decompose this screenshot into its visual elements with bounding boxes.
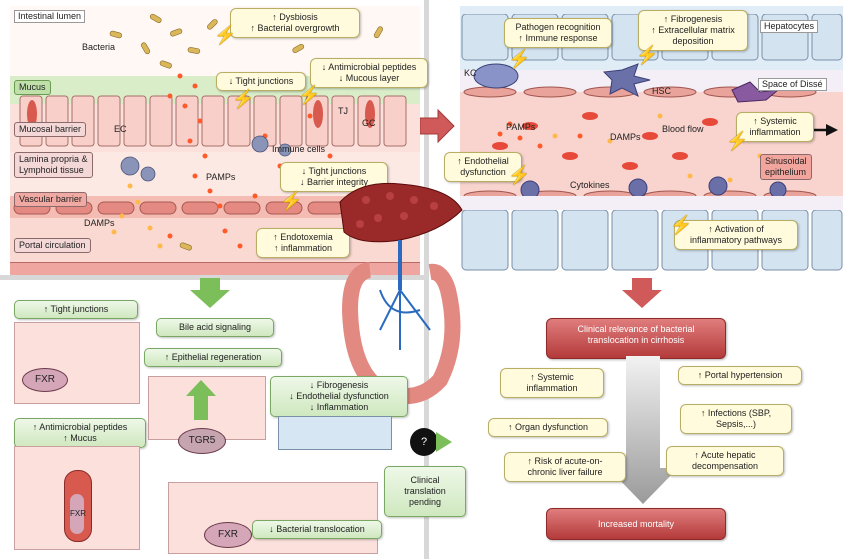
liver-panel: Hepatocytes Space of Dissé KC HSC PAMPs …	[444, 6, 843, 274]
label-pamps: PAMPs	[206, 172, 236, 182]
box-treat-fibrogenesis: ↓ Fibrogenesis ↓ Endothelial dysfunction…	[270, 376, 408, 417]
label-damps: DAMPs	[84, 218, 115, 228]
bolt-icon: ⚡	[298, 85, 321, 105]
box-tight-junctions: ↓ Tight junctions	[216, 72, 306, 91]
question-circle: ?	[410, 428, 438, 456]
box-pathogen-recognition: Pathogen recognition ↑ Immune response	[504, 18, 612, 48]
box-bile-acid-signaling: Bile acid signaling	[156, 318, 274, 337]
hepatic-cells-strip	[278, 416, 392, 450]
bolt-icon: ⚡	[232, 89, 255, 109]
endothelium-bottom	[10, 262, 420, 275]
box-antimicrobial: ↓ Antimicrobial peptides ↓ Mucous layer	[310, 58, 428, 88]
red-arrow-down	[622, 278, 662, 308]
green-arrow-down	[190, 278, 230, 308]
grey-funnel-arrow	[608, 356, 678, 504]
space-disse-bottom	[460, 196, 843, 210]
label-bacteria: Bacteria	[82, 42, 116, 52]
horizontal-divider	[0, 275, 424, 280]
box-clinical-translation: Clinical translation pending	[384, 466, 466, 517]
vertical-divider	[424, 0, 429, 559]
label-mucosal-barrier: Mucosal barrier	[14, 122, 87, 137]
villus-fxr-tight	[14, 322, 140, 404]
box-barrier-integrity: ↓ Tight junctions ↓ Barrier integrity	[280, 162, 388, 192]
fxr-badge: FXR	[22, 368, 68, 392]
gut-panel: Intestinal lumen Bacteria Mucus Mucosal …	[10, 6, 428, 275]
kupffer-hsc-cells	[473, 63, 780, 103]
box-systemic-inflammation: ↑ Systemic inflammation	[736, 112, 814, 142]
label-portal-circulation: Portal circulation	[14, 238, 91, 253]
label-hsc: HSC	[652, 86, 672, 96]
box-dysbiosis: ↑ Dysbiosis ↑ Bacterial overgrowth	[230, 8, 360, 38]
box-clin-infections: ↑ Infections (SBP, Sepsis,...)	[680, 404, 792, 434]
box-clin-organ: ↑ Organ dysfunction	[488, 418, 608, 437]
label-immune-cells: Immune cells	[272, 144, 326, 154]
label-tj: TJ	[338, 106, 348, 116]
label-space-disse: Space of Dissé	[758, 78, 827, 91]
label-ec: EC	[114, 124, 127, 134]
tgr5-badge: TGR5	[178, 428, 226, 454]
label-vascular-barrier: Vascular barrier	[14, 192, 87, 207]
green-arrow-up	[186, 380, 216, 420]
box-epithelial-regeneration: ↑ Epithelial regeneration	[144, 348, 282, 367]
liver-colon-illustration	[339, 182, 463, 405]
bolt-icon: ⚡	[636, 45, 659, 65]
box-increased-mortality: Increased mortality	[546, 508, 726, 540]
box-fibrogenesis: ↑ Fibrogenesis ↑ Extracellular matrix de…	[638, 10, 748, 51]
box-clin-portal: ↑ Portal hypertension	[678, 366, 802, 385]
label-cytokines: Cytokines	[570, 180, 610, 190]
box-treat-tight-junctions: ↑ Tight junctions	[14, 300, 138, 319]
box-inflammatory-pathways: ↑ Activation of inflammatory pathways	[674, 220, 798, 250]
villi-svg	[19, 95, 407, 147]
label-gc: GC	[362, 118, 376, 128]
label-kc: KC	[464, 68, 477, 78]
label-pamps-liver: PAMPs	[506, 122, 536, 132]
arrow-right	[420, 108, 455, 144]
fxr-badge: FXR	[70, 494, 86, 534]
box-treat-antimicrobial: ↑ Antimicrobial peptides ↑ Mucus	[14, 418, 146, 448]
box-clin-systemic: ↑ Systemic inflammation	[500, 368, 604, 398]
label-blood-flow: Blood flow	[662, 124, 704, 134]
box-clin-decompensation: ↑ Acute hepatic decompensation	[666, 446, 784, 476]
box-endotoxemia: ↑ Endotoxemia ↑ inflammation	[256, 228, 350, 258]
villus-fxr-bacterial	[168, 482, 378, 554]
bolt-icon: ⚡	[670, 215, 693, 235]
label-hepatocytes: Hepatocytes	[760, 20, 819, 33]
bolt-icon: ⚡	[280, 191, 303, 211]
box-clinical-relevance: Clinical relevance of bacterial transloc…	[546, 318, 726, 359]
bolt-icon: ⚡	[726, 131, 749, 151]
label-sinusoidal-epithelium: Sinusoidal epithelium	[760, 154, 812, 180]
fxr-badge: FXR	[204, 522, 252, 548]
label-intestinal-lumen: Intestinal lumen	[14, 10, 86, 23]
bacteria-particles-svg	[109, 13, 402, 251]
box-endothelial-dysfunction: ↑ Endothelial dysfunction	[444, 152, 522, 182]
label-lamina-propria: Lamina propria & Lymphoid tissue	[14, 152, 93, 178]
label-damps-liver: DAMPs	[610, 132, 641, 142]
green-arrow-right-small	[436, 432, 452, 452]
bolt-icon: ⚡	[508, 49, 531, 69]
box-clin-aclf: ↑ Risk of acute-on- chronic liver failur…	[504, 452, 626, 482]
label-mucus: Mucus	[14, 80, 51, 95]
box-bacterial-translocation: ↓ Bacterial translocation	[252, 520, 382, 539]
bolt-icon: ⚡	[508, 165, 531, 185]
bolt-icon: ⚡	[214, 25, 237, 45]
